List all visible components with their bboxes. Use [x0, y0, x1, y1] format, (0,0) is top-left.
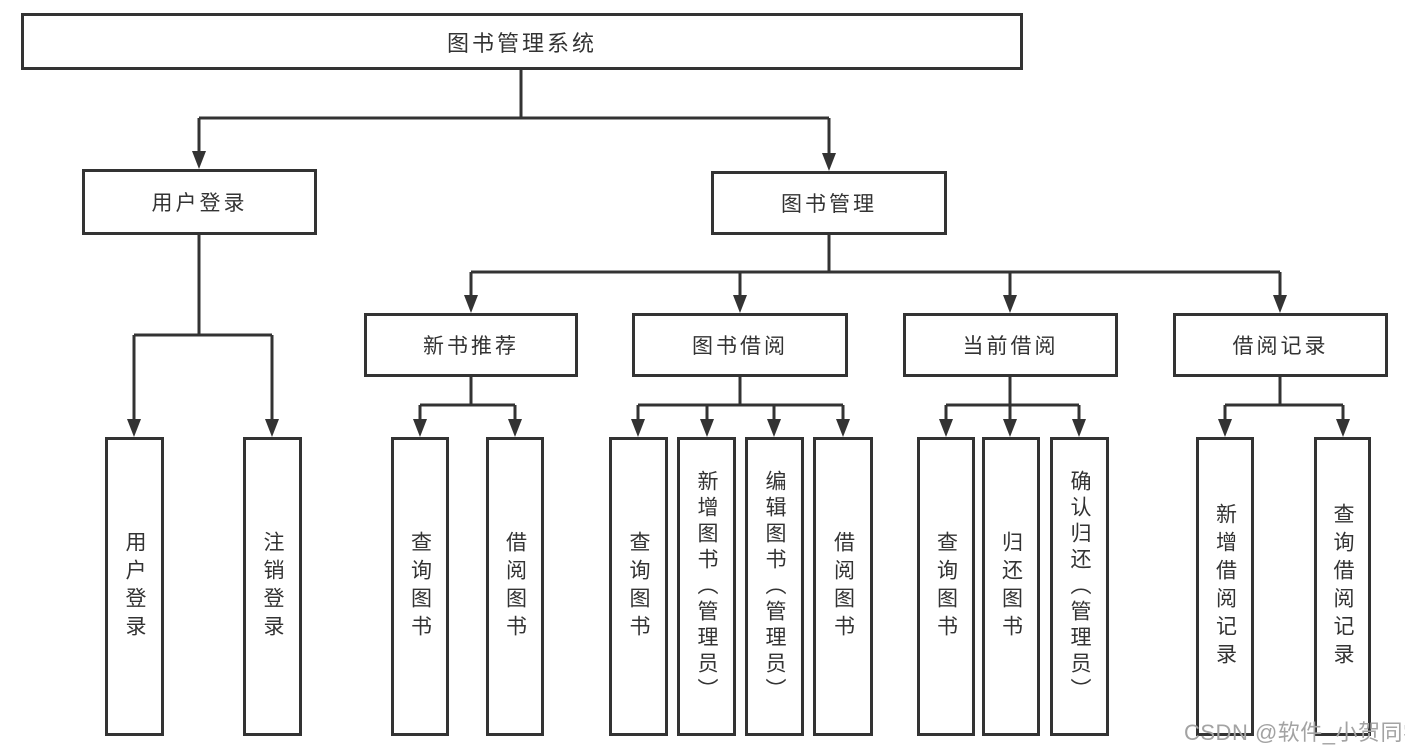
leaf-confirm-return-admin: 确认归还（管理员）: [1050, 437, 1109, 736]
leaf-label: 查询借阅记录: [1331, 502, 1355, 671]
leaf-add-borrow-record: 新增借阅记录: [1196, 437, 1254, 736]
node-new-book-recommend: 新书推荐: [364, 313, 578, 377]
leaf-label: 查询图书: [934, 530, 958, 643]
down-arrow-icon: [413, 419, 427, 437]
leaf-logout: 注销登录: [243, 437, 302, 736]
node-book-borrowing: 图书借阅: [632, 313, 848, 377]
leaf-edit-books-admin: 编辑图书（管理员）: [745, 437, 804, 736]
leaf-label: 注销登录: [261, 530, 285, 643]
leaf-label: 新增借阅记录: [1213, 502, 1237, 671]
down-arrow-icon: [265, 419, 279, 437]
node-label: 新书推荐: [423, 335, 519, 358]
leaf-query-borrow-record: 查询借阅记录: [1314, 437, 1371, 736]
down-arrow-icon: [1072, 419, 1086, 437]
down-arrow-icon: [1336, 419, 1350, 437]
down-arrow-icon: [192, 151, 206, 169]
leaf-label: 用户登录: [123, 530, 147, 643]
node-label: 当前借阅: [962, 335, 1059, 358]
down-arrow-icon: [631, 419, 645, 437]
down-arrow-icon: [767, 419, 781, 437]
node-label: 图书借阅: [692, 335, 788, 358]
down-arrow-icon: [939, 419, 953, 437]
node-borrowing-records: 借阅记录: [1173, 313, 1388, 377]
leaf-label: 借阅图书: [503, 530, 527, 643]
down-arrow-icon: [1003, 419, 1017, 437]
node-label: 用户登录: [151, 192, 248, 215]
node-label: 借阅记录: [1232, 335, 1329, 358]
down-arrow-icon: [464, 295, 478, 313]
leaf-query-books-recommend: 查询图书: [391, 437, 449, 736]
leaf-borrow-books-recommend: 借阅图书: [486, 437, 544, 736]
leaf-label: 查询图书: [408, 530, 432, 643]
down-arrow-icon: [822, 153, 836, 171]
leaf-borrow-books: 借阅图书: [813, 437, 873, 736]
down-arrow-icon: [836, 419, 850, 437]
leaf-user-login: 用户登录: [105, 437, 164, 736]
leaf-label: 借阅图书: [831, 530, 855, 643]
leaf-query-books-current: 查询图书: [917, 437, 975, 736]
leaf-add-books-admin: 新增图书（管理员）: [677, 437, 736, 736]
down-arrow-icon: [1273, 295, 1287, 313]
down-arrow-icon: [508, 419, 522, 437]
leaf-label: 确认归还（管理员）: [1068, 469, 1092, 704]
node-library-system: 图书管理系统: [21, 13, 1023, 70]
node-book-management: 图书管理: [711, 171, 947, 235]
node-label: 图书管理: [781, 193, 877, 216]
leaf-label: 查询图书: [627, 530, 651, 643]
down-arrow-icon: [127, 419, 141, 437]
node-user-login: 用户登录: [82, 169, 317, 235]
watermark: CSDN @软件_小贺同学: [1184, 720, 1405, 745]
leaf-label: 归还图书: [999, 530, 1023, 643]
down-arrow-icon: [700, 419, 714, 437]
leaf-return-books: 归还图书: [982, 437, 1040, 736]
node-current-borrowing: 当前借阅: [903, 313, 1118, 377]
down-arrow-icon: [733, 295, 747, 313]
leaf-label: 编辑图书（管理员）: [763, 469, 787, 704]
down-arrow-icon: [1218, 419, 1232, 437]
down-arrow-icon: [1003, 295, 1017, 313]
node-label: 图书管理系统: [446, 30, 597, 56]
leaf-label: 新增图书（管理员）: [695, 469, 719, 704]
leaf-query-books-borrowing: 查询图书: [609, 437, 668, 736]
